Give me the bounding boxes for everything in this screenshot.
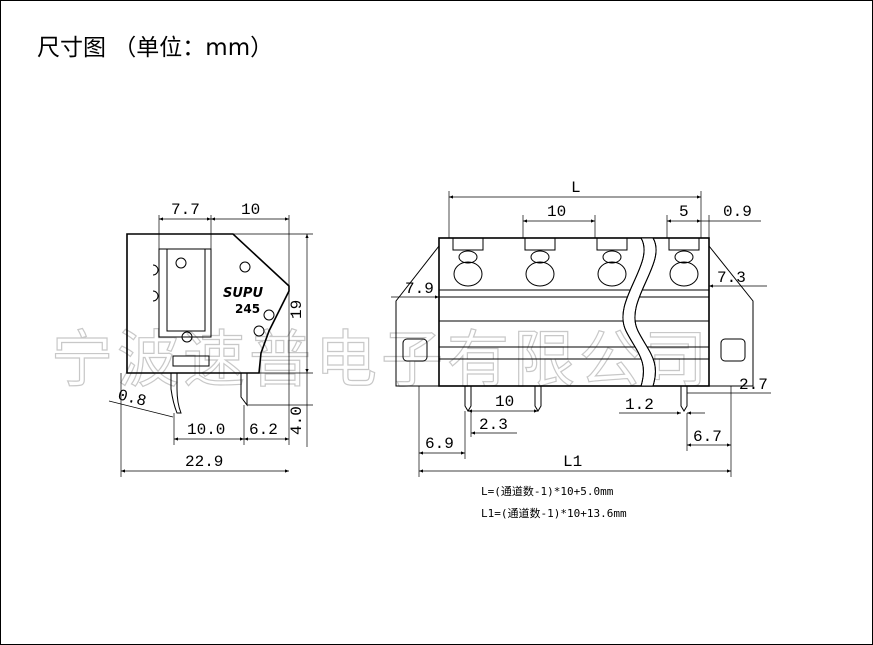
dim-7-9: 7.9 (405, 280, 434, 298)
channel-lever-top (524, 237, 556, 251)
side-pin-right (240, 373, 248, 407)
dim-1-2: 1.2 (625, 396, 654, 414)
dim-6-2: 6.2 (249, 421, 278, 439)
dim-6-7: 6.7 (693, 428, 722, 446)
side-lever (166, 249, 206, 332)
wire-entry-hole (597, 261, 627, 287)
front-right-ear (708, 245, 754, 387)
left-ear-hole (402, 338, 428, 362)
side-hole (181, 331, 193, 343)
break-line (634, 237, 657, 387)
side-view: SUPU 245 7.7 10 19 4.0 0.8 10.0 6.2 (108, 201, 313, 477)
side-hole (239, 261, 251, 273)
side-hole (253, 325, 265, 337)
side-lower-slot (172, 355, 210, 367)
dim-10-bottom: 10 (495, 393, 514, 411)
supu-logo: SUPU (223, 286, 263, 301)
channel-lever-top (596, 237, 628, 251)
dim-6-9: 6.9 (425, 435, 454, 453)
side-hole (263, 309, 275, 321)
dim-7-3: 7.3 (717, 269, 746, 287)
dim-L1: L1 (563, 453, 582, 471)
channel-lever-top (668, 237, 700, 251)
front-view: L 10 5 0.9 7.9 7.3 2.7 10 2.3 1 (391, 179, 771, 477)
front-body-outline (438, 237, 710, 387)
side-lever-slot (158, 248, 212, 338)
break-line (622, 237, 645, 387)
side-pin-left (170, 373, 182, 414)
dim-19: 19 (288, 300, 306, 319)
dim-22-9: 22.9 (185, 453, 223, 471)
dim-2-7: 2.7 (739, 376, 768, 394)
front-left-ear (395, 245, 440, 387)
side-hole-edge (152, 264, 159, 276)
dim-10-pitch: 10 (547, 203, 566, 221)
page-title: 尺寸图 （单位：mm） (37, 35, 273, 61)
channel-lever-top (452, 237, 484, 251)
wire-entry-hole (453, 261, 483, 287)
dim-10-0: 10.0 (187, 421, 225, 439)
wire-entry-hole (525, 261, 555, 287)
right-ear-hole (720, 338, 746, 362)
dim-4-0: 4.0 (288, 406, 306, 435)
front-pin (680, 386, 688, 412)
dim-5: 5 (679, 203, 689, 221)
dim-2-3: 2.3 (479, 416, 508, 434)
dim-0-9: 0.9 (723, 203, 752, 221)
dim-10-side: 10 (241, 201, 260, 219)
wire-entry-hole (669, 261, 699, 287)
formula-L: L=(通道数-1)*10+5.0mm (481, 484, 614, 498)
dim-L: L (571, 179, 581, 197)
part-number-label: 245 (235, 302, 260, 316)
side-hole (175, 257, 187, 269)
formula-L1: L1=(通道数-1)*10+13.6mm (481, 506, 627, 520)
dim-7-7: 7.7 (171, 201, 200, 219)
side-hole-edge (152, 290, 159, 302)
